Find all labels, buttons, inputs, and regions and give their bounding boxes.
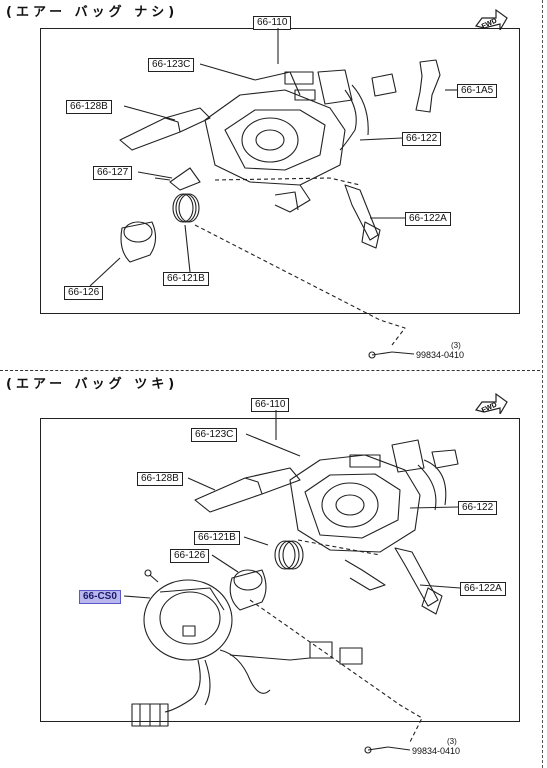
- label-part-1a5-no-airbag: 66-1A5: [457, 84, 498, 98]
- label-part-123c-no-airbag: 66-123C: [148, 58, 195, 72]
- label-part-cs0-with-airbag: 66-CS0: [79, 590, 121, 604]
- section-divider: [0, 370, 540, 371]
- label-part-122a-no-airbag: 66-122A: [405, 212, 451, 226]
- label-part-122a-with-airbag: 66-122A: [460, 582, 506, 596]
- fwd-arrow-icon: FWD: [474, 8, 508, 30]
- section-title-with-airbag: (エアー バッグ ツキ): [6, 377, 179, 392]
- label-part-128b-with-airbag: 66-128B: [137, 472, 183, 486]
- page-edge: [542, 0, 547, 768]
- label-part-122-with-airbag: 66-122: [458, 501, 498, 515]
- screw-qty-with-airbag: (3): [447, 737, 457, 746]
- label-part-128b-no-airbag: 66-128B: [66, 100, 112, 114]
- label-assembly-no-airbag: 66-110: [253, 16, 292, 30]
- label-part-121b-with-airbag: 66-121B: [194, 531, 240, 545]
- screw-part-no-airbag: 99834-0410: [416, 350, 465, 360]
- label-part-122-no-airbag: 66-122: [402, 132, 442, 146]
- screw-qty-no-airbag: (3): [451, 341, 461, 350]
- label-part-123c-with-airbag: 66-123C: [191, 428, 238, 442]
- label-part-126-with-airbag: 66-126: [170, 549, 210, 563]
- label-part-127-no-airbag: 66-127: [93, 166, 133, 180]
- diagram-panel-with-airbag: [40, 418, 520, 722]
- section-title-no-airbag: (エアー バッグ ナシ): [6, 5, 179, 20]
- label-part-126-no-airbag: 66-126: [64, 286, 104, 300]
- screw-part-with-airbag: 99834-0410: [412, 746, 461, 756]
- fwd-arrow-icon: FWD: [474, 392, 508, 414]
- label-part-121b-no-airbag: 66-121B: [163, 272, 209, 286]
- label-assembly-with-airbag: 66-110: [251, 398, 290, 412]
